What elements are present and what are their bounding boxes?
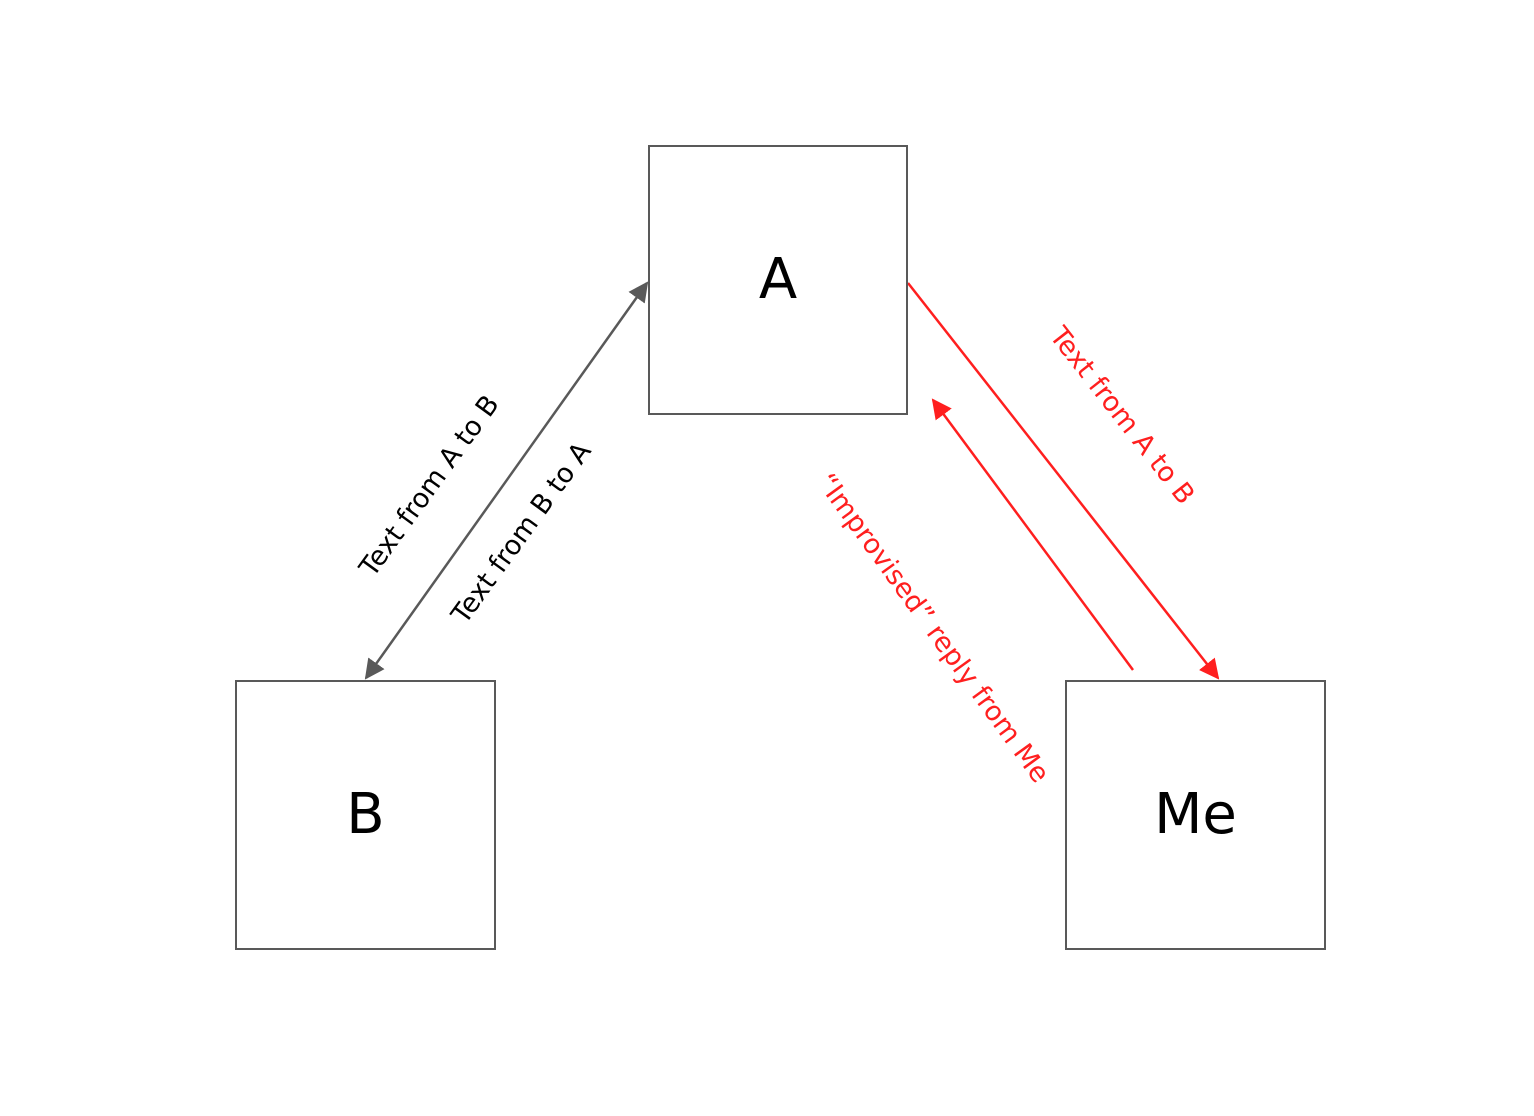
node-a-label: A	[758, 247, 798, 312]
node-me: Me	[1065, 680, 1326, 950]
edge-b-a-arrow	[364, 281, 649, 680]
node-a: A	[648, 145, 908, 415]
node-me-label: Me	[1154, 782, 1237, 847]
edge-a-me-arrow	[907, 282, 1220, 680]
node-b: B	[235, 680, 496, 950]
node-b-label: B	[346, 782, 385, 847]
edge-me-a-arrow	[931, 398, 1135, 671]
